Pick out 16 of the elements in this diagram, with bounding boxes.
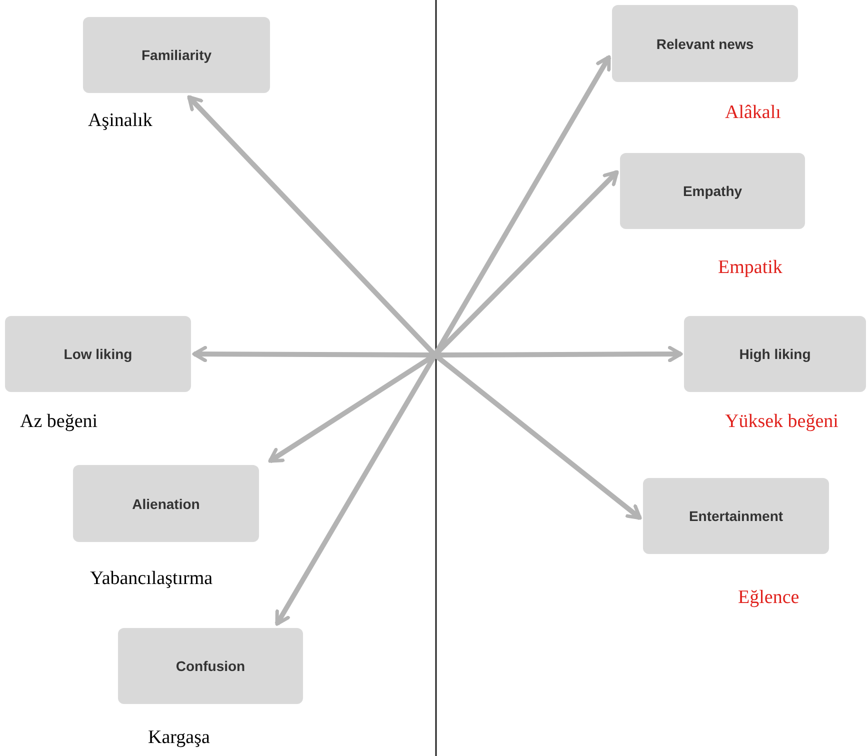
translation-caption: Empatik [718, 257, 782, 279]
rounded-box: Confusion [118, 628, 303, 704]
translation-caption: Yüksek beğeni [725, 411, 838, 433]
rounded-box: High liking [684, 316, 866, 392]
translation-caption: Yabancılaştırma [90, 568, 213, 590]
rounded-box: Empathy [620, 153, 805, 229]
rounded-box: Relevant news [612, 5, 798, 82]
rounded-box: Alienation [73, 465, 259, 542]
translation-caption: Alâkalı [725, 102, 781, 124]
rounded-box: Low liking [5, 316, 191, 392]
rounded-box: Entertainment [643, 478, 829, 554]
translation-caption: Aşinalık [88, 110, 152, 132]
rounded-box: Familiarity [83, 17, 270, 93]
translation-caption: Eğlence [738, 587, 800, 609]
translation-caption: Kargaşa [148, 727, 210, 749]
translation-caption: Az beğeni [20, 411, 98, 433]
